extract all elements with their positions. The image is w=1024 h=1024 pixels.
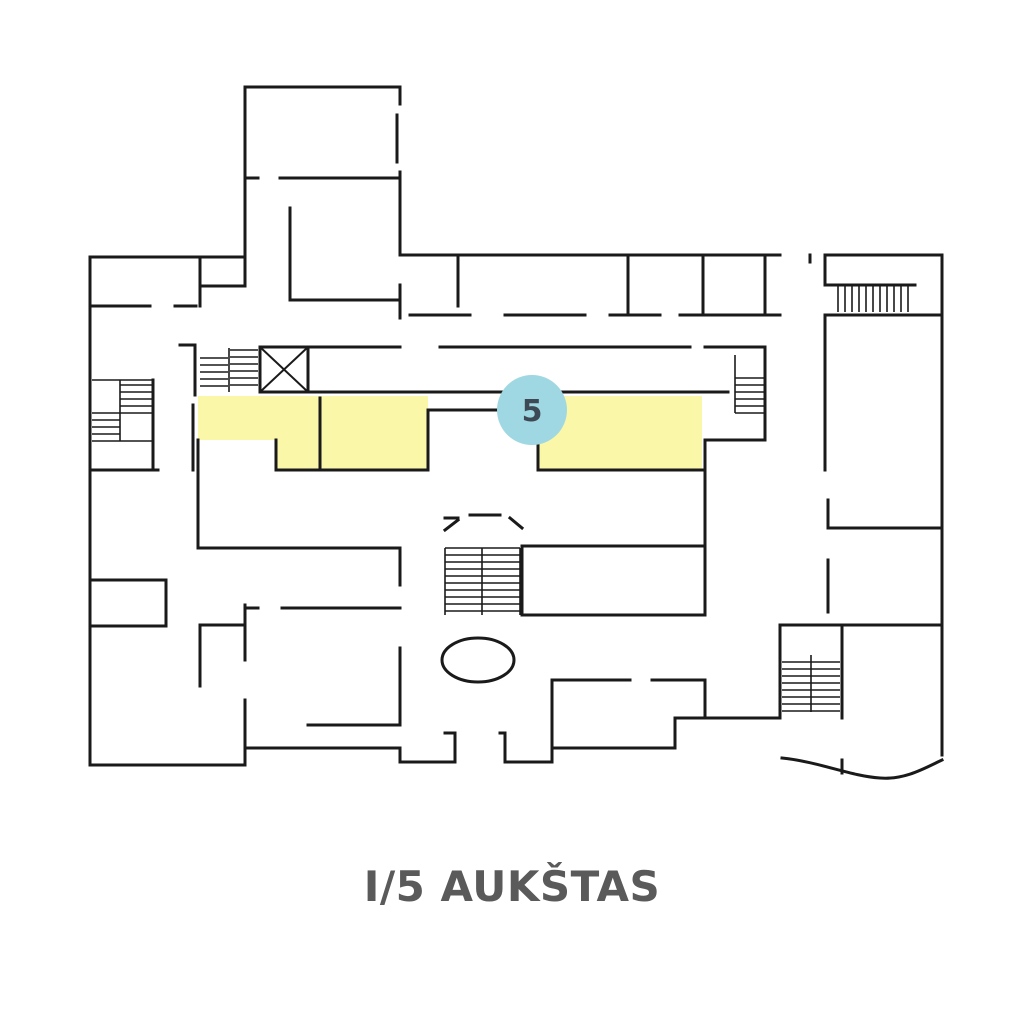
zone-marker-5[interactable]: 5: [497, 375, 567, 445]
walls: [88, 85, 944, 780]
highlighted-zone-group: [198, 396, 702, 470]
staircase-corridor-east: [734, 355, 765, 414]
zone-marker-label: 5: [522, 394, 543, 429]
floor-title: I/5 AUKŠTAS: [363, 862, 661, 911]
staircase-west: [92, 379, 153, 442]
highlighted-zone-west[interactable]: [198, 396, 428, 470]
zone-marker-circle[interactable]: [497, 375, 567, 445]
highlighted-zone-east[interactable]: [538, 396, 702, 470]
staircase-central: [444, 547, 521, 615]
staircase-northeast: [837, 285, 909, 312]
staircase-southeast: [782, 655, 840, 712]
staircase-corridor-west: [200, 348, 258, 392]
floor-plan-map: 5: [88, 85, 944, 780]
